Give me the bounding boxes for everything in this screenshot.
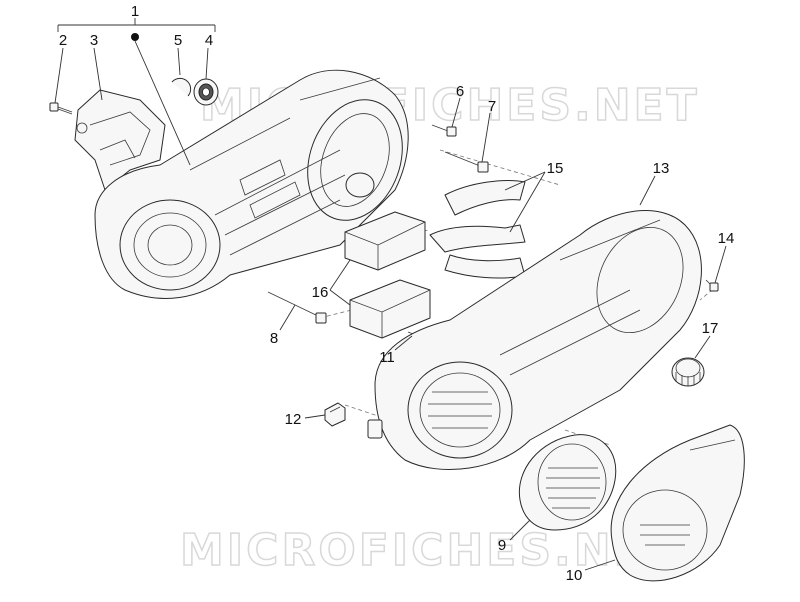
callout-10: 10 <box>566 567 583 584</box>
part-screw-2 <box>49 102 73 115</box>
part-bolt-6 <box>431 124 457 137</box>
leader-lines <box>54 40 727 571</box>
callout-16: 16 <box>312 284 329 301</box>
part-clip-12 <box>324 402 346 427</box>
part-outer-cover-10 <box>610 424 745 582</box>
part-transmission-cover-left <box>94 69 409 299</box>
part-bracket-3 <box>74 89 166 191</box>
callout-3: 3 <box>90 32 98 49</box>
callout-1: 1 <box>131 3 139 20</box>
part-grill-cover-9 <box>518 434 617 531</box>
callout-6: 6 <box>456 83 464 100</box>
group-bracket-1 <box>57 18 216 41</box>
part-bearing-4 <box>193 78 219 106</box>
callout-15: 15 <box>547 160 564 177</box>
callout-13: 13 <box>653 160 670 177</box>
callout-5: 5 <box>174 32 182 49</box>
callout-4: 4 <box>205 32 213 49</box>
part-transmission-cover-right <box>367 210 702 470</box>
callout-11: 11 <box>379 349 395 366</box>
callout-17: 17 <box>702 320 719 337</box>
callout-7: 7 <box>488 98 496 115</box>
watermark-bottom: MICROFICHES.NET <box>180 525 680 576</box>
part-screw-14 <box>705 279 719 292</box>
part-cap-17 <box>671 357 705 387</box>
part-bolt-7 <box>444 151 489 173</box>
part-bolt-8 <box>267 291 327 324</box>
callout-2: 2 <box>59 32 67 49</box>
callout-9: 9 <box>498 537 506 554</box>
part-sponge-blocks-16 <box>344 211 431 339</box>
callout-12: 12 <box>285 411 302 428</box>
part-gasket-15 <box>429 180 526 279</box>
callout-14: 14 <box>718 230 735 247</box>
part-circlip-5 <box>171 77 192 97</box>
callout-8: 8 <box>270 330 278 347</box>
